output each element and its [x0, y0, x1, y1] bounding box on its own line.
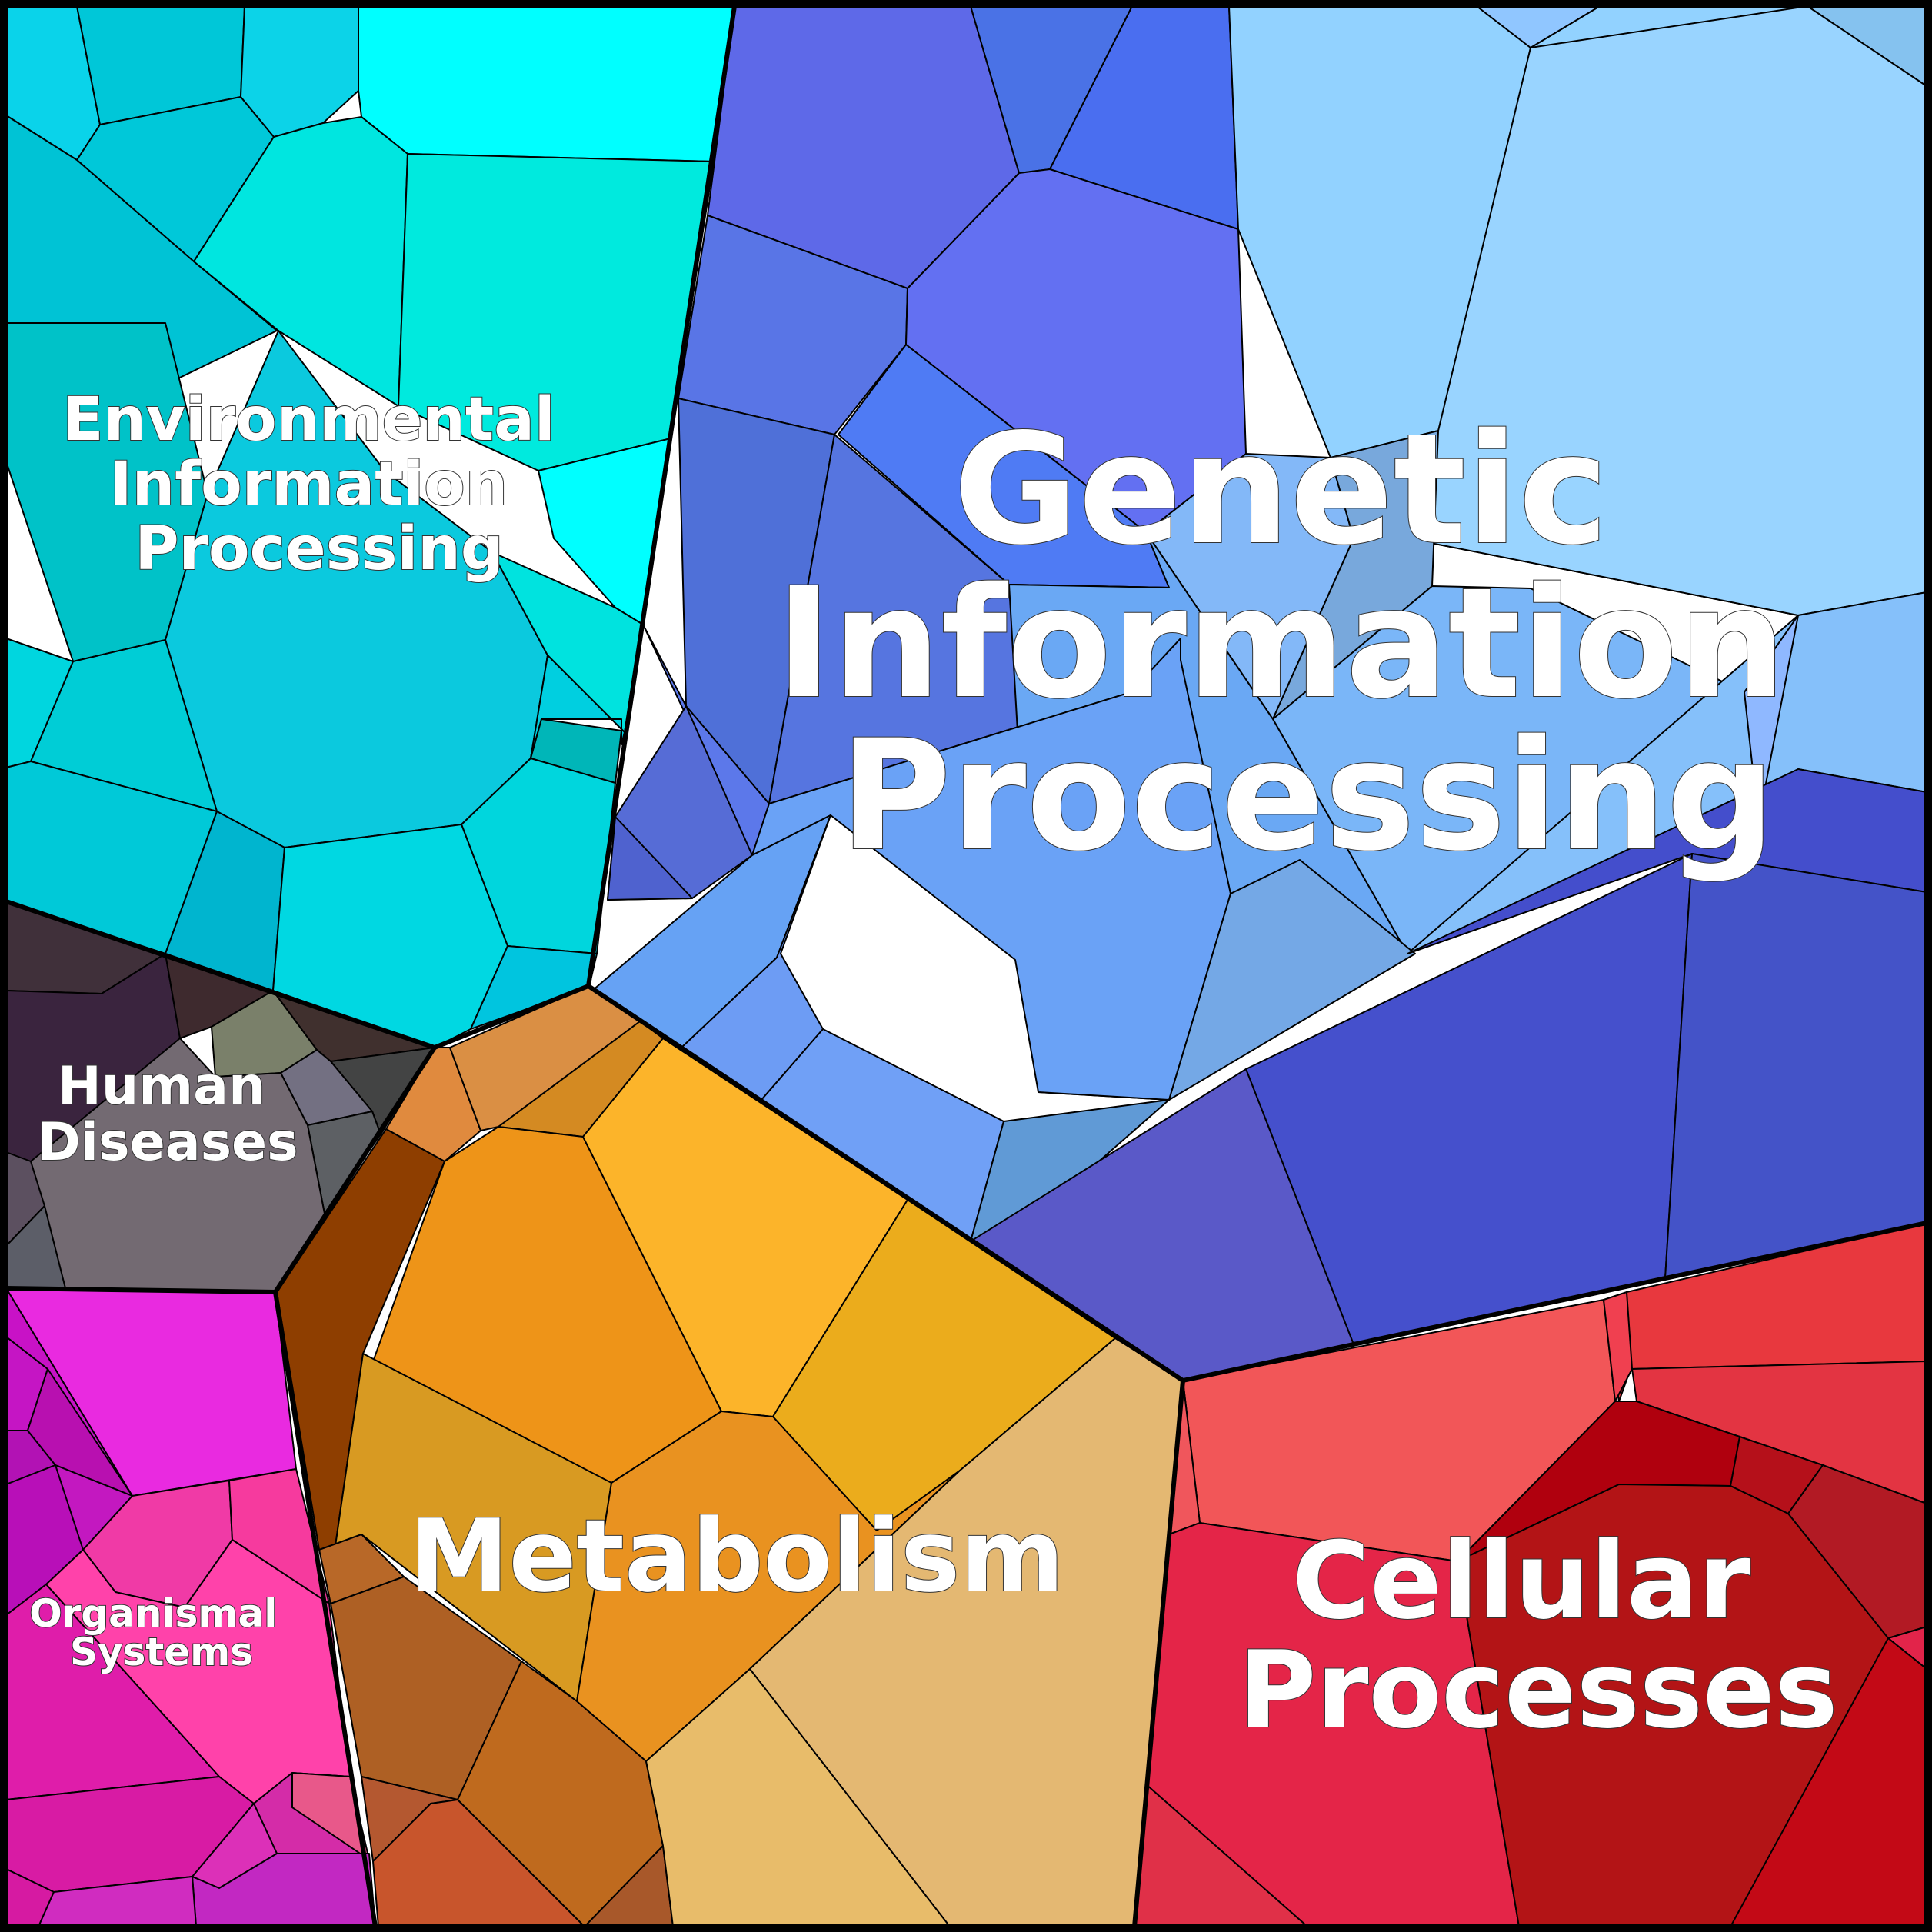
label-genetic-line-2: Information: [776, 555, 1787, 732]
label-human-diseases: Human Diseases: [37, 1056, 298, 1173]
region-human-diseases: [5, 901, 435, 1293]
label-genetic: Genetic Information Processing: [776, 401, 1840, 884]
label-environmental-line-3: Processing: [135, 515, 503, 584]
labels: Environmental Information Processing Gen…: [28, 385, 1840, 1753]
label-cellular: Cellular Processes: [1238, 1519, 1837, 1752]
label-cellular-line-2: Processes: [1238, 1628, 1837, 1752]
label-metabolism: Metabolism: [409, 1497, 1064, 1614]
region-genetic: [591, 5, 1927, 1381]
label-cellular-line-1: Cellular: [1292, 1519, 1750, 1643]
label-human-diseases-line-2: Diseases: [37, 1112, 298, 1173]
label-genetic-line-3: Processing: [840, 707, 1776, 884]
label-organismal-line-1: Organismal: [29, 1591, 277, 1636]
region-cellular: [1134, 1222, 1927, 1927]
label-human-diseases-line-1: Human: [58, 1056, 265, 1117]
label-genetic-line-1: Genetic: [954, 401, 1609, 578]
label-environmental-line-2: Information: [110, 450, 508, 519]
region-environmental: [5, 5, 735, 1048]
region-organismal: [5, 1287, 376, 1927]
label-organismal: Organismal Systems: [29, 1591, 291, 1674]
label-environmental: Environmental Information Processing: [62, 385, 576, 584]
label-metabolism-line-1: Metabolism: [409, 1497, 1064, 1614]
label-environmental-line-1: Environmental: [62, 385, 555, 455]
label-organismal-line-2: Systems: [70, 1630, 253, 1674]
